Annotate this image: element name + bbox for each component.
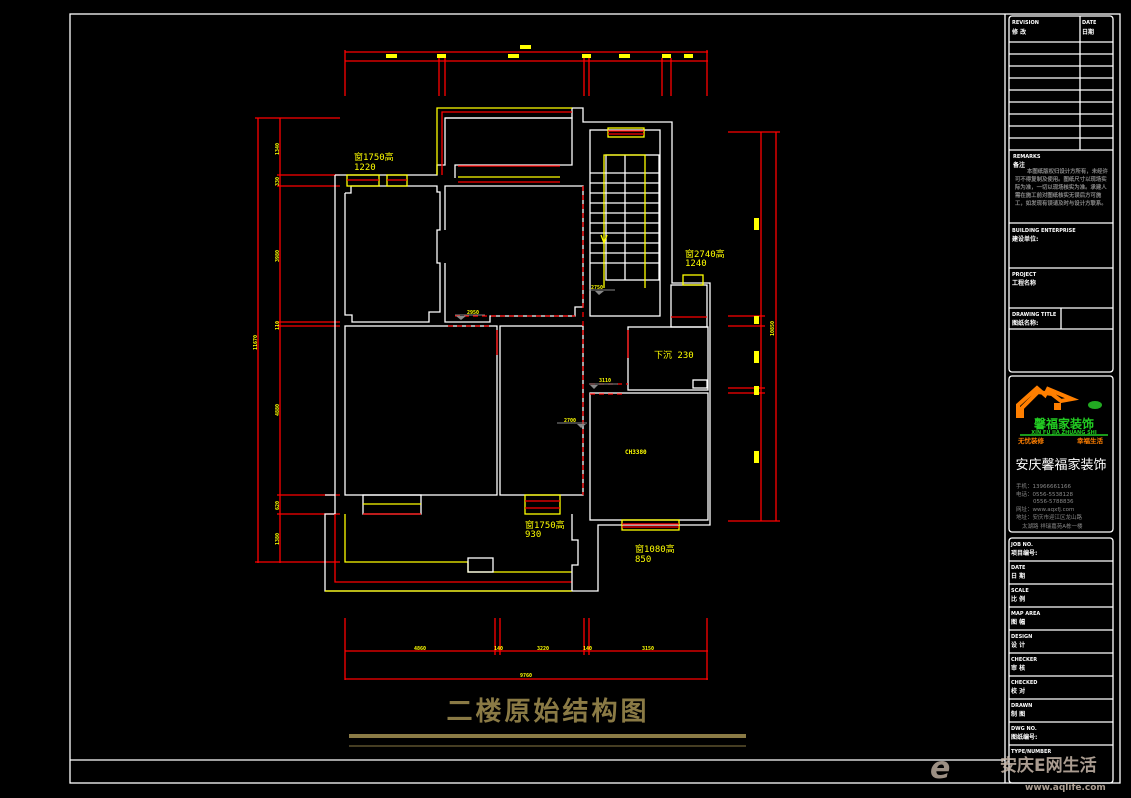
field-label-scale: SCALE (1011, 588, 1029, 594)
dim-bottom-3: 140 (583, 646, 592, 652)
remarks-text: 本图纸版权归设计方所有，未经许可不得复制及使用。图纸尺寸以现场实际为准，一切以现… (1015, 169, 1108, 207)
label-window-top-left: 窗1750高 (354, 151, 394, 163)
field-value-job-no: 项目编号: (1011, 549, 1037, 557)
watermark: e 安庆E网生活 www.aqlife.com (930, 751, 1106, 793)
field-label-checker: CHECKER (1011, 657, 1037, 663)
field-value-date: 日 期 (1011, 572, 1025, 580)
dim-left-2: 3980 (275, 250, 281, 262)
field-value-drawn: 制 图 (1011, 710, 1025, 718)
building-enterprise-label: BUILDING ENTERPRISE (1012, 228, 1076, 234)
watermark-logo-icon: e (930, 751, 950, 786)
label-window-bottom-width: 930 (525, 530, 541, 540)
label-window-top-left-width: 1220 (354, 163, 376, 173)
dim-left-3: 110 (275, 321, 281, 330)
label-window-bottom-right: 窗1080高 (635, 543, 675, 555)
drawing-title-value: 图纸名称: (1012, 319, 1038, 327)
label-ceiling-height: CH3380 (625, 449, 647, 456)
dim-right-total: 10850 (770, 321, 776, 336)
building-enterprise-value: 建设单位: (1012, 235, 1038, 243)
field-value-scale: 比 例 (1011, 595, 1025, 603)
dim-bottom-0: 4860 (414, 646, 426, 652)
dim-bottom-2: 3220 (537, 646, 549, 652)
label-window-right: 窗2740高 (685, 248, 725, 260)
field-value-design: 设 计 (1011, 641, 1025, 649)
contact-3: 网址：www.aqxfj.com (1016, 505, 1074, 513)
level-markers (456, 291, 604, 428)
field-label-drawn: DRAWN (1011, 703, 1032, 709)
field-label-design: DESIGN (1011, 634, 1032, 640)
contact-2: 0556-5788836 (1033, 499, 1074, 505)
company-logo: 馨福家装饰 XIN FU JIA ZHUANG SHI 无忧装修 幸福生活 (1016, 385, 1108, 445)
field-value-checker: 审 核 (1011, 664, 1025, 672)
logo-pinyin: XIN FU JIA ZHUANG SHI (1031, 430, 1097, 436)
dim-left-4: 4880 (275, 404, 281, 416)
field-label-checked: CHECKED (1011, 680, 1037, 686)
field-label-map-area: MAP AREA (1011, 611, 1040, 617)
company-name: 安庆馨福家装饰 (1015, 457, 1106, 473)
top-dimension-lines (344, 45, 708, 96)
level-3: 2700 (564, 418, 576, 424)
project-label: PROJECT (1012, 272, 1037, 278)
floor-plan-walls: 2950 2750 3110 2700 (324, 107, 711, 592)
watermark-text: 安庆E网生活 (1000, 755, 1097, 776)
field-label-date: DATE (1011, 565, 1026, 571)
slogan-left: 无忧装修 (1017, 436, 1045, 445)
label-kitchen-level: 下沉 230 (654, 350, 694, 361)
contact-5: 太湖路 祥瑞嘉苑A栋一楼 (1022, 522, 1083, 530)
dim-bottom-total: 9760 (520, 673, 532, 679)
level-2: 3110 (599, 378, 611, 384)
contact-4: 地址：安庆市迎江区龙山路 (1016, 513, 1083, 521)
field-label-type-number: TYPE/NUMBER (1011, 749, 1051, 755)
contact-0: 手机：13966661166 (1016, 482, 1071, 490)
field-value-map-area: 图 幅 (1011, 618, 1025, 626)
date-value: 日期 (1082, 28, 1094, 36)
right-dimension-lines: 10850 (728, 131, 780, 522)
field-label-dwg-no: DWG NO. (1011, 726, 1037, 732)
dim-left-1: 330 (275, 177, 281, 186)
stair-treads (590, 172, 660, 264)
label-window-bottom-right-width: 850 (635, 555, 651, 565)
level-1: 2750 (591, 285, 603, 291)
watermark-url: www.aqlife.com (1025, 783, 1106, 793)
dim-bottom-1: 140 (494, 646, 503, 652)
slogan-right: 幸福生活 (1077, 436, 1104, 445)
remarks-label: REMARKS (1013, 154, 1041, 160)
bottom-dimension-lines: 4860 140 3220 140 3150 9760 (344, 618, 708, 680)
date-label: DATE (1082, 20, 1097, 26)
label-window-bottom: 窗1750高 (525, 519, 565, 531)
dim-left-6: 1380 (275, 533, 281, 545)
label-window-right-width: 1240 (685, 259, 707, 269)
field-value-dwg-no: 图纸编号: (1011, 733, 1037, 741)
field-value-checked: 校 对 (1011, 687, 1025, 695)
title-underline (349, 734, 746, 738)
room-labels: 窗1750高 1220 窗2740高 1240 窗1750高 930 窗1080… (354, 151, 725, 565)
dim-left-5: 620 (275, 501, 281, 510)
left-dimension-lines: 1340 330 3980 110 4880 620 1380 11670 (253, 117, 340, 563)
revision-value: 修 改 (1011, 28, 1027, 36)
level-0: 2950 (467, 310, 479, 316)
remarks-value: 备注 (1012, 161, 1025, 169)
sheet-frame (69, 13, 1121, 784)
dim-bottom-4: 3150 (642, 646, 654, 652)
contact-1: 电话：0556-5538128 (1016, 490, 1073, 498)
drawing-title: 二楼原始结构图 (446, 697, 649, 727)
logo-text: 馨福家装饰 (1033, 416, 1094, 431)
project-value: 工程名称 (1012, 279, 1036, 287)
title-block: REVISION 修 改 DATE 日期 REMARKS 备注 本图纸版权归设计… (1008, 15, 1114, 784)
dim-left-total: 11670 (253, 335, 259, 350)
drawing-title-label: DRAWING TITLE (1012, 312, 1057, 318)
revision-label: REVISION (1012, 20, 1039, 26)
field-label-job-no: JOB NO. (1010, 542, 1033, 548)
dim-left-0: 1340 (275, 143, 281, 155)
